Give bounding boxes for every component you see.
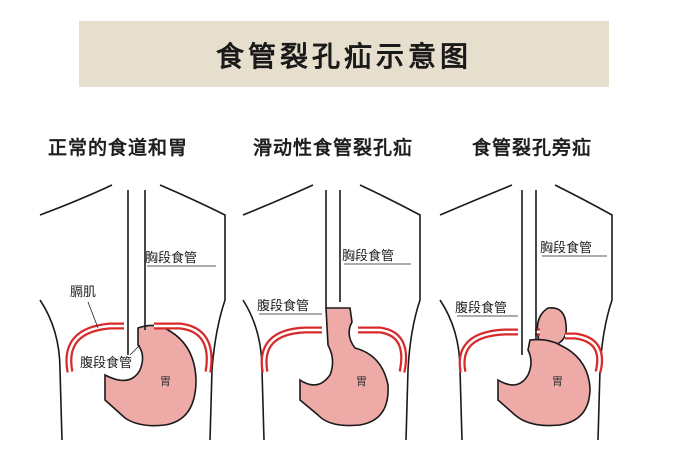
label-diaphragm: 膈肌 — [70, 285, 96, 300]
stomach — [104, 324, 197, 427]
torso-outline — [39, 184, 226, 441]
panel-paraesophageal-hernia: 胸段食管 腹段食管 胃 — [439, 184, 613, 441]
label-stomach: 胃 — [552, 375, 563, 388]
label-thoracic-esophagus: 胸段食管 — [540, 240, 592, 256]
panel-heading-paraesophageal-hernia: 食管裂孔旁疝 — [472, 137, 593, 159]
label-abdominal-esophagus: 腹段食管 — [257, 298, 309, 314]
stomach — [497, 338, 591, 427]
label-abdominal-esophagus: 腹段食管 — [80, 355, 132, 371]
label-abdominal-esophagus: 腹段食管 — [455, 300, 507, 316]
herniated-stomach — [536, 307, 568, 346]
page-title: 食管裂孔疝示意图 — [215, 40, 472, 73]
label-stomach: 胃 — [356, 375, 367, 388]
esophagus — [127, 190, 146, 355]
esophagus — [325, 190, 341, 308]
esophagus — [521, 190, 537, 355]
stomach — [299, 307, 389, 427]
label-thoracic-esophagus: 胸段食管 — [342, 248, 394, 264]
panel-heading-sliding-hernia: 滑动性食管裂孔疝 — [253, 137, 414, 159]
label-thoracic-esophagus: 胸段食管 — [145, 250, 197, 266]
panel-heading-normal: 正常的食道和胃 — [48, 137, 189, 159]
label-stomach: 胃 — [160, 375, 171, 388]
panel-sliding-hernia: 胸段食管 腹段食管 胃 — [242, 184, 421, 441]
panel-normal: 胸段食管 膈肌 腹段食管 胃 — [39, 184, 226, 441]
title-banner: 食管裂孔疝示意图 — [79, 21, 609, 87]
